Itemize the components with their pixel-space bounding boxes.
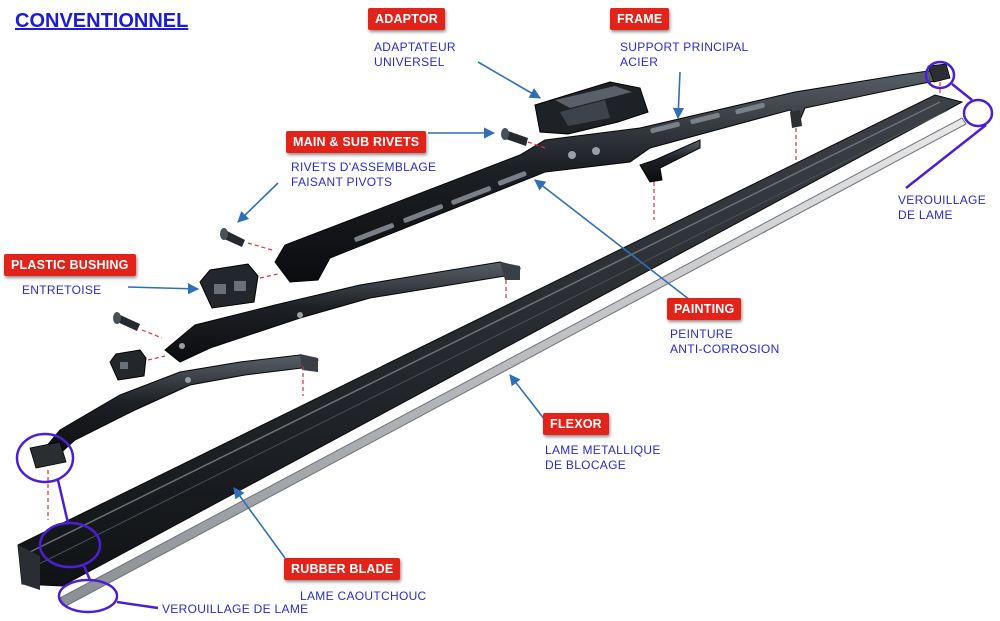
flexor-line-2: DE BLOCAGE bbox=[545, 458, 627, 472]
flexor-description: LAME METALLIQUE DE BLOCAGE bbox=[545, 443, 661, 473]
main-rivet bbox=[501, 128, 528, 146]
sub-rivet-upper bbox=[220, 228, 245, 247]
rivets-line-1: RIVETS D'ASSEMBLAGE bbox=[291, 160, 437, 174]
flexor-tag: FLEXOR bbox=[543, 413, 609, 435]
adaptor-part bbox=[534, 81, 649, 135]
lock-right-line-2: DE LAME bbox=[898, 208, 953, 222]
painting-line-2: ANTI-CORROSION bbox=[670, 342, 780, 356]
blade-lock-right-description: VEROUILLAGE DE LAME bbox=[898, 193, 986, 223]
frame-line-2: ACIER bbox=[620, 55, 659, 69]
sub-rivet-lower bbox=[113, 312, 140, 331]
blade-lock-highlights bbox=[15, 60, 994, 614]
rubber-blade-description: LAME CAOUTCHOUC bbox=[300, 589, 427, 604]
page-title: CONVENTIONNEL bbox=[15, 10, 189, 32]
adaptor-description: ADAPTATEUR UNIVERSEL bbox=[374, 40, 456, 70]
frame-leg bbox=[639, 139, 701, 183]
frame-line-1: SUPPORT PRINCIPAL bbox=[620, 40, 749, 54]
plastic-bushing-lower bbox=[109, 349, 147, 381]
rivets-tag: MAIN & SUB RIVETS bbox=[286, 131, 427, 153]
blade-lock-bottom-description: VEROUILLAGE DE LAME bbox=[162, 602, 308, 617]
lock-right-line-1: VEROUILLAGE bbox=[898, 193, 986, 207]
assembly-guides bbox=[47, 82, 941, 520]
left-claw bbox=[29, 441, 67, 469]
painting-tag: PAINTING bbox=[667, 298, 742, 320]
main-frame bbox=[274, 63, 951, 283]
bushing-description: ENTRETOISE bbox=[22, 283, 101, 298]
bushing-tag: PLASTIC BUSHING bbox=[4, 254, 136, 276]
flexor-line-1: LAME METALLIQUE bbox=[545, 443, 661, 457]
frame-tag: FRAME bbox=[610, 8, 670, 30]
sub-frame bbox=[164, 261, 521, 363]
plastic-bushing-upper bbox=[199, 263, 259, 309]
painting-line-1: PEINTURE bbox=[670, 327, 734, 341]
painting-description: PEINTURE ANTI-CORROSION bbox=[670, 327, 780, 357]
lower-yoke bbox=[33, 354, 319, 461]
callout-arrows bbox=[127, 61, 691, 559]
lock-bottom-line-1: VEROUILLAGE DE LAME bbox=[162, 602, 309, 616]
adaptor-tag: ADAPTOR bbox=[368, 8, 445, 30]
adaptor-line-2: UNIVERSEL bbox=[374, 55, 445, 69]
frame-description: SUPPORT PRINCIPAL ACIER bbox=[620, 40, 748, 70]
flexor-strip bbox=[59, 117, 967, 607]
rubber-blade bbox=[17, 94, 964, 590]
rivets-line-2: FAISANT PIVOTS bbox=[291, 175, 393, 189]
rubber-line-1: LAME CAOUTCHOUC bbox=[300, 589, 427, 603]
bushing-line-1: ENTRETOISE bbox=[22, 283, 102, 297]
rubber-blade-tag: RUBBER BLADE bbox=[284, 558, 401, 580]
adaptor-line-1: ADAPTATEUR bbox=[374, 40, 456, 54]
rivets-description: RIVETS D'ASSEMBLAGE FAISANT PIVOTS bbox=[291, 160, 436, 190]
